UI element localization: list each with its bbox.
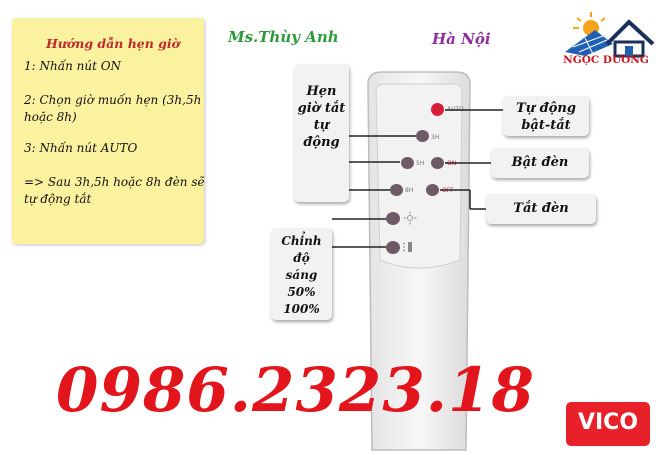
- off-callout: Tắt đèn: [486, 194, 596, 224]
- guide-step-1: 1: Nhấn nút ON: [24, 59, 122, 73]
- phone-number: 0986.2323.18: [56, 355, 535, 426]
- on-callout: Bật đèn: [491, 148, 589, 178]
- timer-5h-label: 5H: [416, 160, 425, 167]
- bulb-icon: [403, 242, 412, 252]
- guide-step-2: 2: Chọn giờ muốn hẹn (3h,5h hoặc 8h): [24, 93, 202, 124]
- guide-step-3: 3: Nhấn nút AUTO: [24, 141, 138, 155]
- brand-name: NGỌC DƯƠNG: [563, 54, 649, 66]
- brightness-100-button[interactable]: [386, 241, 400, 254]
- timer-5h-button[interactable]: [401, 157, 414, 169]
- sun-icon: [403, 211, 417, 225]
- timer-guide-panel: Hướng dẫn hẹn giờ 1: Nhấn nút ON 2: Chọn…: [12, 18, 205, 244]
- guide-step-4: => Sau 3h,5h hoặc 8h đèn sẽ tự động tắt: [24, 175, 205, 206]
- solar-house-logo-icon: [565, 12, 655, 58]
- contact-name: Ms.Thùy Anh: [228, 28, 339, 46]
- brightness-callout-text: Chỉnh độ sáng 50% 100%: [281, 234, 322, 316]
- timer-callout: Hẹn giờ tắt tự động: [294, 64, 349, 202]
- timer-3h-label: 3H: [431, 134, 440, 141]
- auto-callout-text: Tự động bật-tắt: [516, 101, 576, 133]
- off-button[interactable]: [426, 184, 439, 196]
- timer-3h-button[interactable]: [416, 130, 429, 142]
- brightness-50-button[interactable]: [386, 212, 400, 225]
- timer-8h-button[interactable]: [390, 184, 403, 196]
- contact-city: Hà Nội: [432, 30, 491, 48]
- timer-callout-text: Hẹn giờ tắt tự động: [297, 84, 346, 150]
- vico-badge: VICO: [566, 402, 650, 446]
- timer-8h-label: 8H: [405, 187, 414, 194]
- vico-badge-text: VICO: [577, 410, 639, 435]
- guide-title: Hướng dẫn hẹn giờ: [46, 36, 181, 51]
- brightness-callout: Chỉnh độ sáng 50% 100%: [271, 228, 332, 320]
- on-button[interactable]: [431, 157, 444, 169]
- off-callout-text: Tắt đèn: [513, 201, 569, 216]
- auto-callout: Tự động bật-tắt: [503, 96, 589, 136]
- auto-button[interactable]: [431, 103, 444, 116]
- on-callout-text: Bật đèn: [511, 155, 569, 170]
